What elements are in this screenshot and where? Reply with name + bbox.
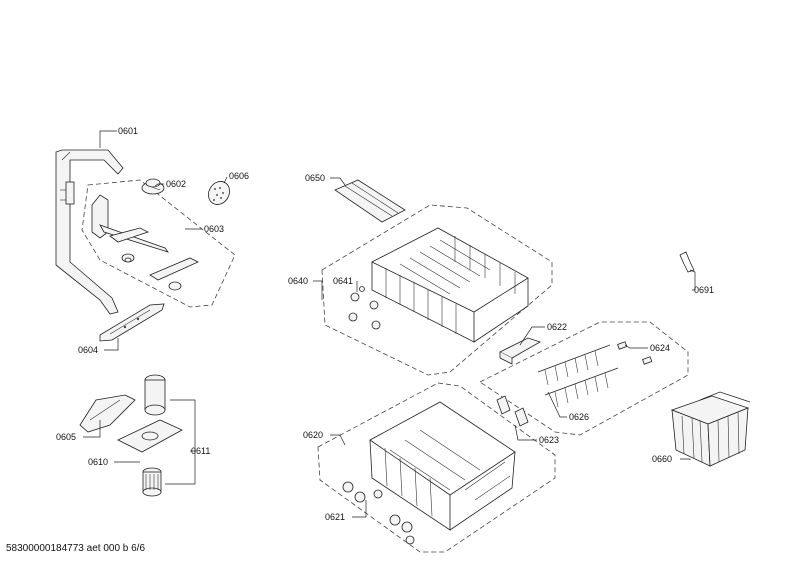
label-part-0605: 0605 — [56, 432, 76, 442]
label-part-0610: 0610 — [88, 457, 108, 467]
label-part-0622: 0622 — [547, 322, 567, 332]
cutlery-basket-part-0660 — [670, 391, 751, 467]
label-part-0611: 0611 — [191, 446, 210, 456]
upper-basket-rollers-part-0641 — [348, 286, 381, 330]
lower-basket-wheels-part-0621 — [342, 481, 415, 545]
rack-brackets-part-0623 — [496, 395, 529, 427]
leader-lines — [83, 130, 696, 518]
label-part-0623: 0623 — [539, 435, 559, 445]
upper-basket-part-0640 — [371, 227, 529, 343]
group-outline-rack-accessories — [479, 321, 689, 436]
filter-disc-part-0606 — [208, 181, 230, 205]
filter-cylinder-part-0611 — [142, 374, 166, 497]
clips-part-0624 — [617, 341, 653, 365]
fine-filter-plate-part-0610 — [117, 419, 183, 453]
label-part-0626: 0626 — [569, 412, 589, 422]
spray-arm-assembly-part-0603 — [91, 194, 199, 291]
label-part-0620: 0620 — [303, 430, 323, 440]
label-part-0606: 0606 — [229, 171, 249, 181]
document-id-footer: 58300000184773 aet 000 b 6/6 — [6, 543, 146, 554]
rack-handle-part-0622 — [499, 337, 541, 365]
group-outline-upper-basket — [321, 204, 553, 376]
label-part-0624: 0624 — [650, 343, 670, 353]
sump-cover-part-0605 — [79, 394, 136, 433]
folding-plate-rack-part-0626 — [537, 344, 619, 408]
cutlery-tray-part-0650 — [334, 179, 406, 223]
label-part-0602: 0602 — [166, 179, 186, 189]
label-part-0691: 0691 — [694, 285, 714, 295]
group-outline-lower-basket — [317, 382, 556, 553]
lower-spray-arm-part-0604 — [99, 303, 165, 342]
nozzle-part-0602 — [141, 178, 165, 195]
lower-basket-part-0620 — [369, 401, 516, 531]
label-part-0650: 0650 — [305, 173, 325, 183]
label-part-0641: 0641 — [333, 276, 353, 286]
label-part-0604: 0604 — [78, 345, 98, 355]
label-part-0601: 0601 — [118, 126, 138, 136]
label-part-0640: 0640 — [288, 276, 308, 286]
label-part-0621: 0621 — [325, 512, 345, 522]
water-pipe-part-0601 — [55, 149, 124, 315]
hook-clip-part-0691 — [679, 251, 695, 273]
label-part-0603: 0603 — [204, 224, 224, 234]
label-part-0660: 0660 — [652, 454, 672, 464]
